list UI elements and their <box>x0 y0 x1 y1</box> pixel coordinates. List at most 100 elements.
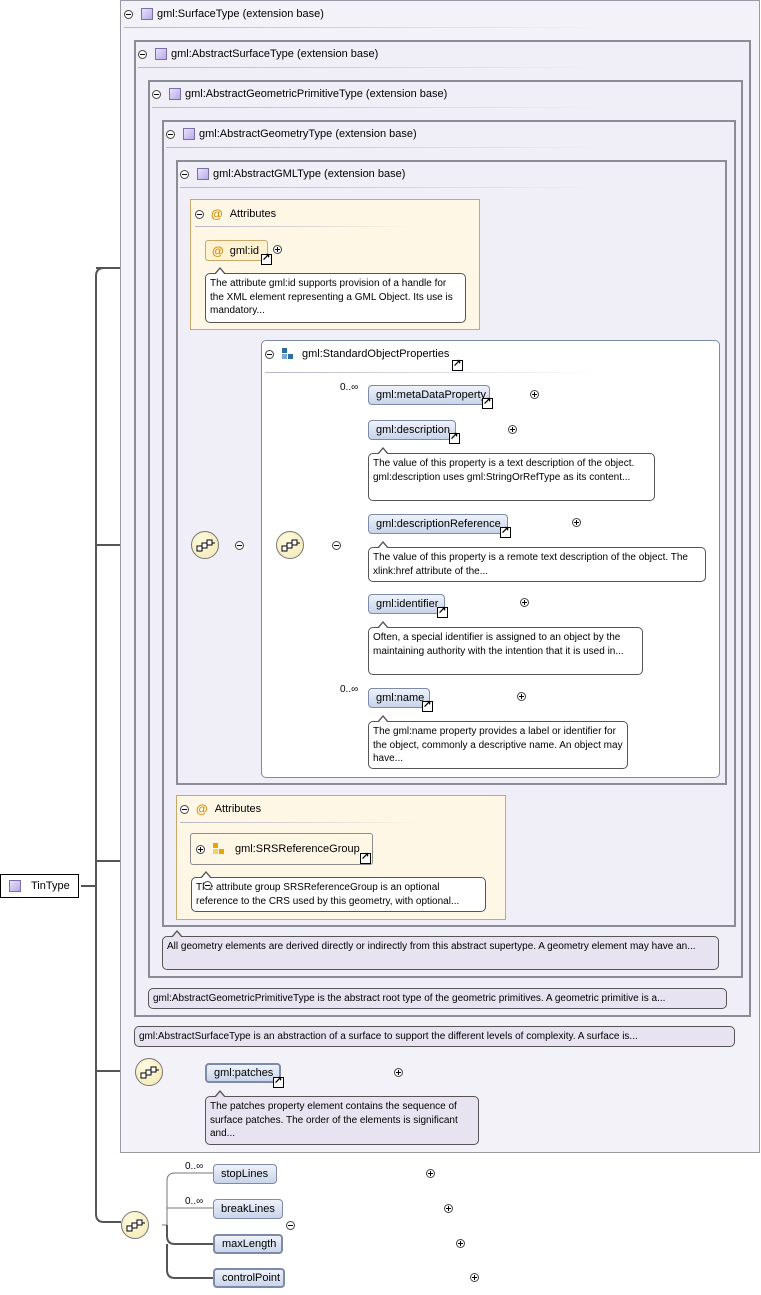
expand-icon[interactable] <box>393 1068 403 1077</box>
abstract-geometry-type-header[interactable]: gml:AbstractGeometryType (extension base… <box>166 126 417 142</box>
collapse-icon[interactable] <box>202 881 212 890</box>
standard-object-properties-title: gml:StandardObjectProperties <box>302 348 450 360</box>
group-icon <box>282 348 294 360</box>
standard-object-properties-header[interactable]: gml:StandardObjectProperties <box>265 346 449 362</box>
abstract-primitive-type-header[interactable]: gml:AbstractGeometricPrimitiveType (exte… <box>152 86 447 102</box>
attribute-name: gml:id <box>229 244 260 257</box>
element-control-point[interactable]: controlPoint <box>213 1268 285 1288</box>
expand-icon[interactable] <box>455 1239 465 1248</box>
collapse-icon[interactable] <box>235 541 245 550</box>
abstract-surface-type-header[interactable]: gml:AbstractSurfaceType (extension base) <box>138 46 378 62</box>
element-description-reference[interactable]: gml:descriptionReference <box>368 514 508 534</box>
collapse-icon[interactable] <box>152 89 161 99</box>
element-break-lines[interactable]: breakLines <box>213 1199 283 1219</box>
trunk-line <box>95 267 121 1223</box>
element-name[interactable]: gml:name <box>368 688 430 708</box>
attributes-title-2: Attributes <box>214 803 262 815</box>
description-note: The value of this property is a text des… <box>368 447 655 501</box>
name-note: The gml:name property provides a label o… <box>368 715 628 769</box>
attribute-icon: @ <box>196 802 208 816</box>
element-patches[interactable]: gml:patches <box>205 1063 281 1083</box>
sequence-compositor-icon <box>135 1058 163 1086</box>
expand-icon[interactable] <box>520 598 530 607</box>
attribute-group-srs-reference[interactable]: gml:SRSReferenceGroup <box>190 833 373 865</box>
attribute-group-name: gml:SRSReferenceGroup <box>235 843 360 855</box>
reference-link-icon[interactable] <box>482 396 493 409</box>
element-identifier[interactable]: gml:identifier <box>368 594 445 614</box>
collapse-icon[interactable] <box>124 9 133 19</box>
reference-link-icon[interactable] <box>422 699 433 712</box>
element-label: maxLength <box>222 1238 277 1250</box>
expand-icon[interactable] <box>273 245 282 254</box>
srs-reference-group-note: The attribute group SRSReferenceGroup is… <box>191 871 486 912</box>
element-label: breakLines <box>221 1203 275 1215</box>
reference-link-icon[interactable] <box>452 358 463 371</box>
abstract-gml-type-title: gml:AbstractGMLType (extension base) <box>213 168 406 180</box>
element-stop-lines[interactable]: stopLines <box>213 1164 277 1184</box>
attribute-icon: @ <box>212 243 224 258</box>
expand-icon[interactable] <box>517 692 527 701</box>
attributes-title-1: Attributes <box>229 208 277 220</box>
description-reference-note: The value of this property is a remote t… <box>368 541 706 582</box>
collapse-icon[interactable] <box>332 541 342 550</box>
reference-link-icon[interactable] <box>273 1075 284 1088</box>
complex-type-icon <box>197 168 209 180</box>
expand-icon[interactable] <box>469 1273 479 1282</box>
collapse-icon[interactable] <box>138 49 147 59</box>
surface-type-title: gml:SurfaceType (extension base) <box>157 8 324 20</box>
attribute-gml-id-note: The attribute gml:id supports provision … <box>205 267 466 323</box>
sequence-compositor-icon <box>191 531 219 559</box>
expand-icon[interactable] <box>196 844 205 854</box>
patches-note: The patches property element contains th… <box>205 1090 479 1145</box>
attributes-header-2[interactable]: @ Attributes <box>180 801 261 817</box>
occurrence-label: 0..∞ <box>340 382 359 393</box>
expand-icon[interactable] <box>572 518 582 527</box>
expand-icon[interactable] <box>508 425 518 434</box>
primitive-type-note: gml:AbstractGeometricPrimitiveType is th… <box>148 988 727 1009</box>
complex-type-icon <box>155 48 167 60</box>
collapse-icon[interactable] <box>265 349 274 359</box>
collapse-icon[interactable] <box>195 209 204 219</box>
expand-icon[interactable] <box>530 390 540 399</box>
geometry-type-note: All geometry elements are derived direct… <box>162 930 719 970</box>
element-label: gml:metaDataProperty <box>376 389 487 401</box>
expand-icon[interactable] <box>443 1204 453 1213</box>
element-label: gml:name <box>376 692 425 704</box>
reference-link-icon[interactable] <box>449 431 460 444</box>
complex-type-icon <box>9 880 21 892</box>
tin-branch <box>166 1172 213 1227</box>
element-description[interactable]: gml:description <box>368 420 456 440</box>
attributes-header-1[interactable]: @ Attributes <box>195 206 276 222</box>
collapse-icon[interactable] <box>166 129 175 139</box>
surface-type-note: gml:AbstractSurfaceType is an abstractio… <box>134 1026 735 1047</box>
element-label: controlPoint <box>222 1272 281 1284</box>
sequence-compositor-icon <box>276 531 304 559</box>
abstract-surface-type-title: gml:AbstractSurfaceType (extension base) <box>171 48 379 60</box>
element-label: stopLines <box>221 1168 269 1180</box>
complex-type-icon <box>169 88 181 100</box>
expand-icon[interactable] <box>425 1169 435 1178</box>
sequence-compositor-icon <box>121 1211 149 1239</box>
element-label: gml:descriptionReference <box>376 518 501 530</box>
complex-type-icon <box>183 128 195 140</box>
collapse-icon[interactable] <box>180 169 189 179</box>
element-metadata-property[interactable]: gml:metaDataProperty <box>368 385 490 405</box>
collapse-icon[interactable] <box>285 1221 295 1230</box>
reference-link-icon[interactable] <box>437 605 448 618</box>
attribute-icon: @ <box>211 207 223 221</box>
element-max-length[interactable]: maxLength <box>213 1234 283 1254</box>
root-tin-type[interactable]: TinType <box>0 874 79 898</box>
surface-type-header[interactable]: gml:SurfaceType (extension base) <box>124 6 324 22</box>
reference-link-icon[interactable] <box>360 851 371 864</box>
occurrence-label: 0..∞ <box>340 684 359 695</box>
complex-type-icon <box>141 8 153 20</box>
reference-link-icon[interactable] <box>500 525 511 538</box>
attribute-group-icon <box>213 843 225 855</box>
abstract-gml-type-header[interactable]: gml:AbstractGMLType (extension base) <box>180 166 405 182</box>
element-label: gml:identifier <box>376 598 439 610</box>
collapse-icon[interactable] <box>180 804 189 814</box>
attribute-gml-id[interactable]: @ gml:id <box>205 240 268 261</box>
reference-link-icon[interactable] <box>261 252 272 265</box>
abstract-geometry-type-title: gml:AbstractGeometryType (extension base… <box>199 128 417 140</box>
identifier-note: Often, a special identifier is assigned … <box>368 621 643 675</box>
